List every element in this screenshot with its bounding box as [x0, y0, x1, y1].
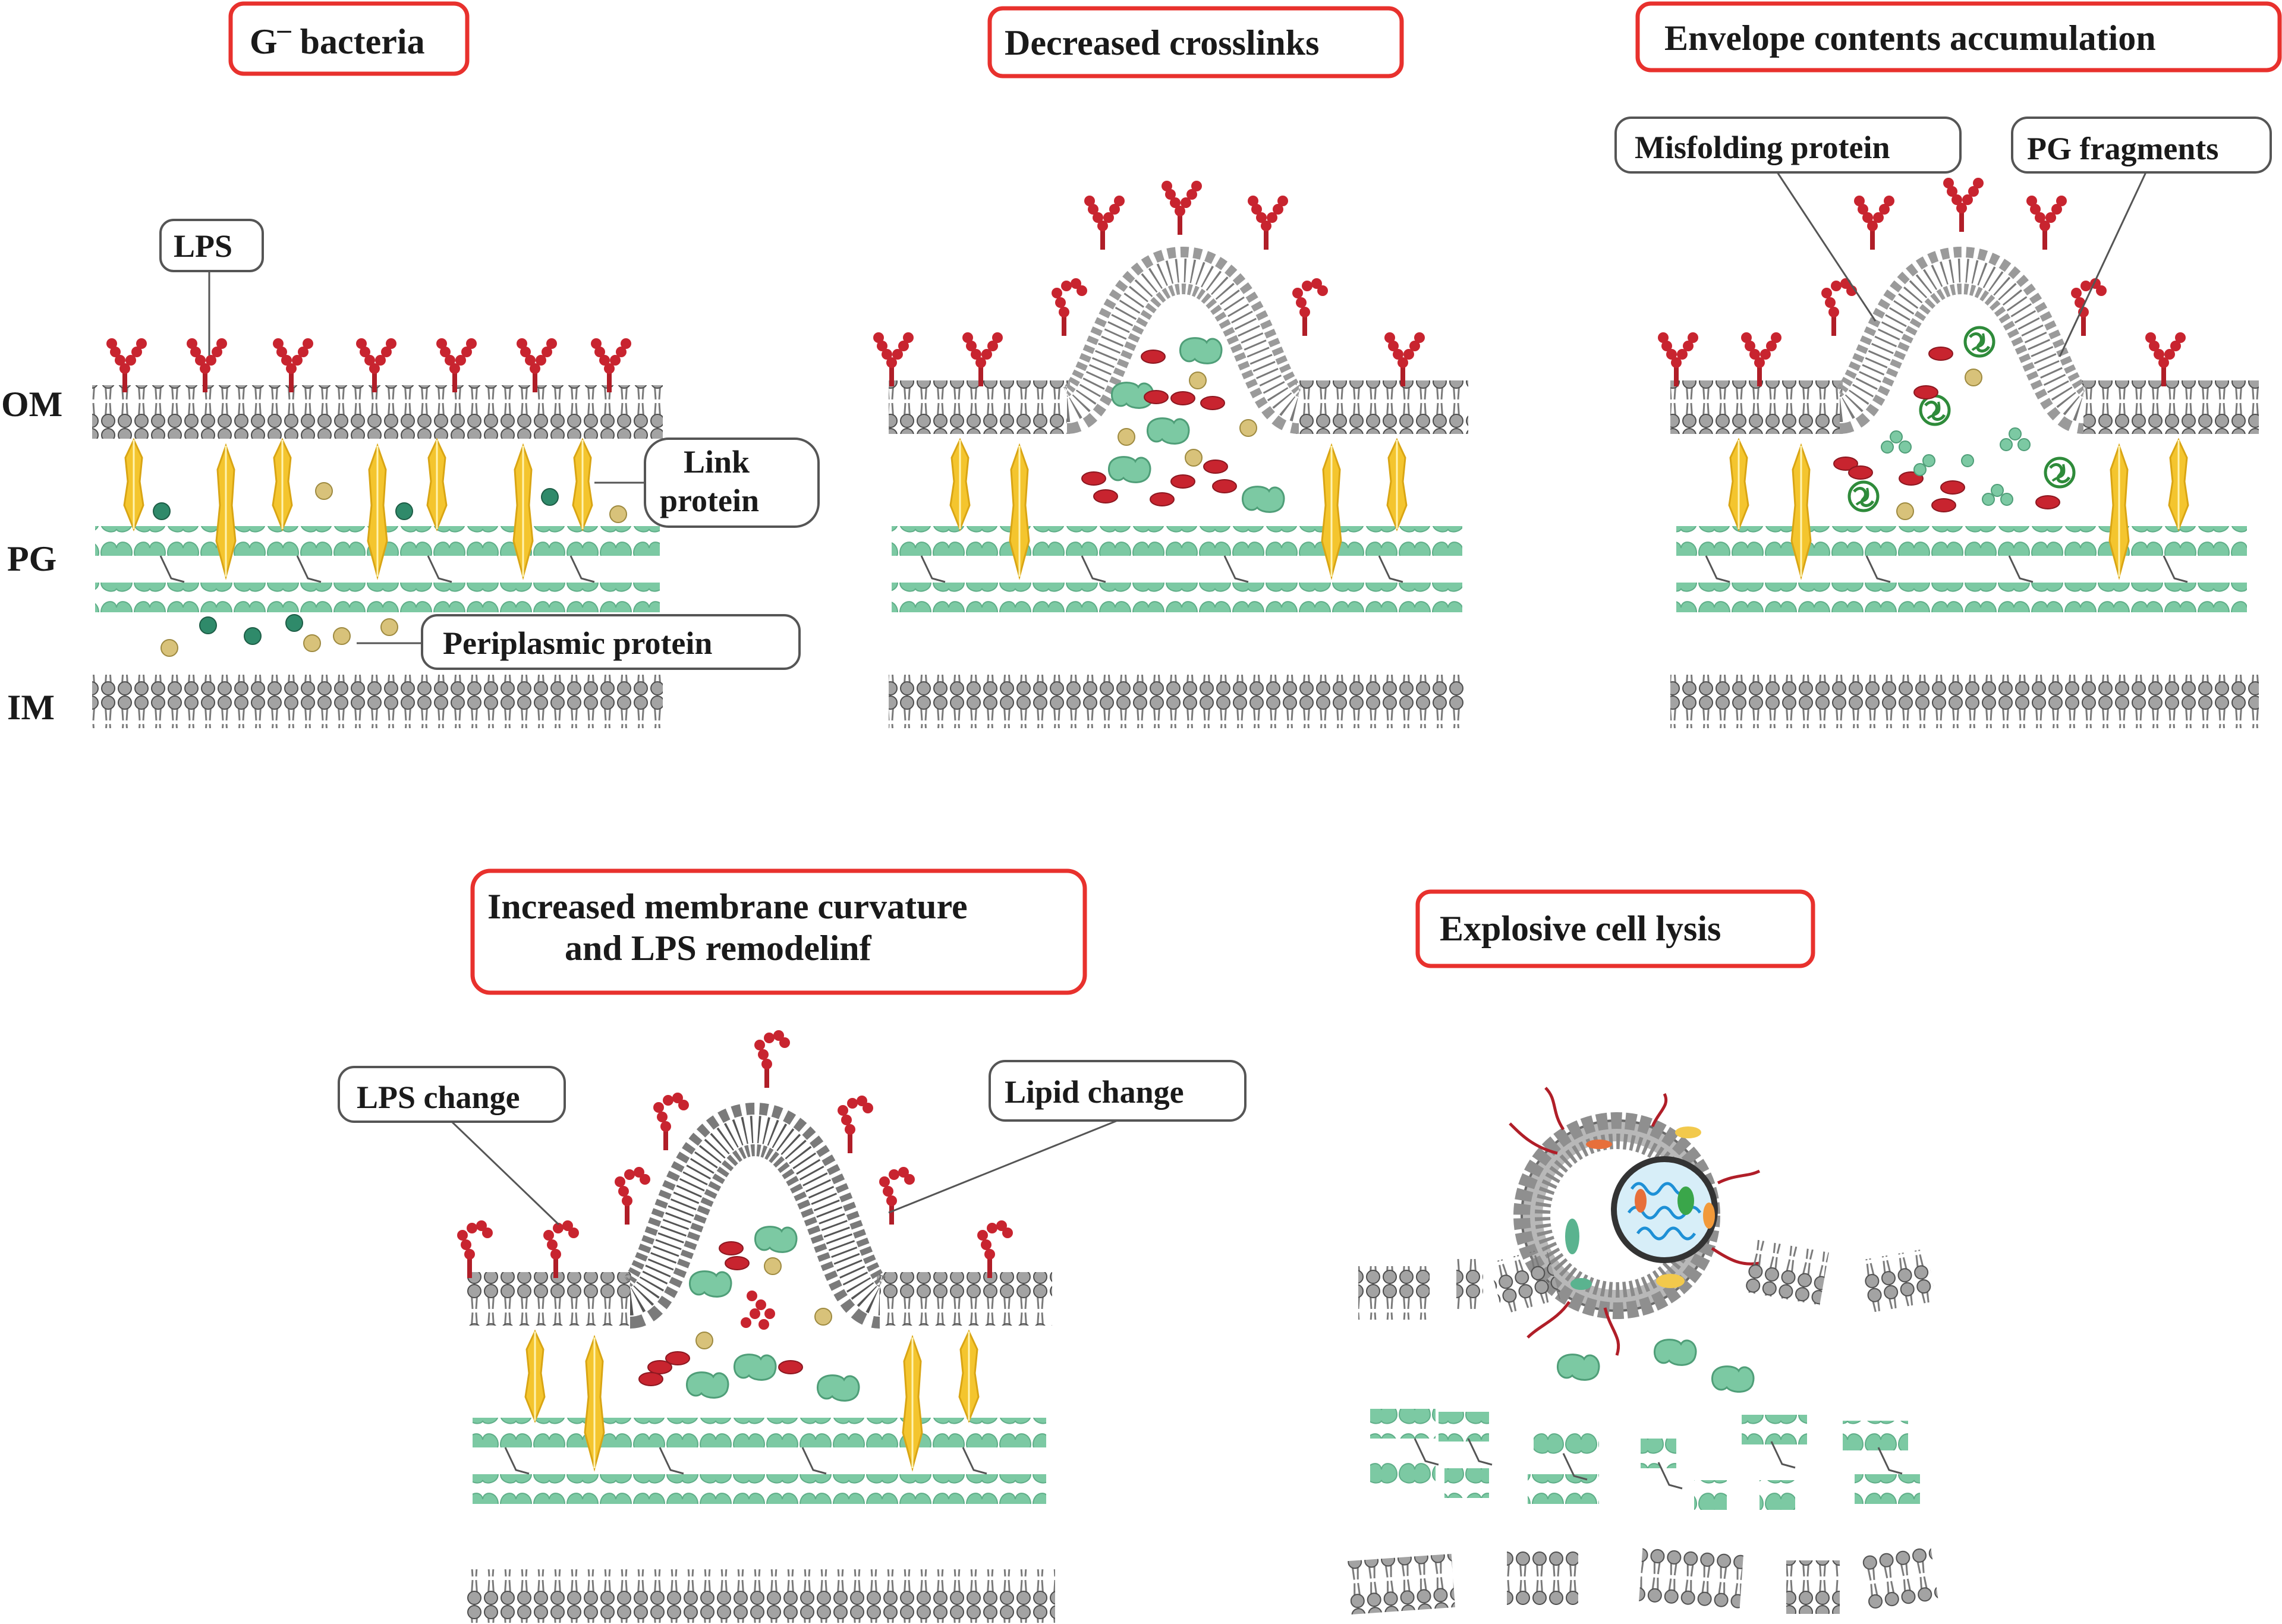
cargo-p4 [638, 1226, 860, 1402]
pg-layer-p3 [1676, 526, 2247, 556]
pg-layer-p4 [473, 1418, 1046, 1447]
outer-membrane-p2-right [1296, 380, 1468, 434]
pg-layer-p3b [1676, 583, 2247, 612]
panel4-title-line1: Increased membrane curvature [487, 887, 968, 926]
pg-layer-p4b [473, 1474, 1046, 1504]
panel3-title: Envelope contents accumulation [1664, 18, 2156, 58]
lps-label: LPS [174, 228, 232, 264]
title-box-gram-negative [228, 1, 470, 76]
im-fragments [1348, 1547, 1938, 1614]
link-proteins-p3 [1728, 439, 2189, 578]
panel-decreased-crosslinks: Decreased crosslinks [873, 6, 1468, 728]
pg-layer-p1b [95, 583, 660, 612]
inner-membrane-p1 [92, 675, 663, 728]
fragment-lps-tails [1509, 1087, 1761, 1356]
link-protein-label-2: protein [660, 483, 759, 518]
pg-blobs-free [1556, 1339, 1755, 1393]
inner-membrane-p3 [1670, 675, 2259, 728]
panel1-title: G‒ bacteria [250, 14, 425, 61]
vesicle [1513, 1112, 1720, 1319]
inner-membrane-p4 [467, 1569, 1055, 1623]
pg-fragments-label: PG fragments [2027, 131, 2218, 166]
lps-label-box [159, 219, 264, 272]
title-box-envelope-accumulation [1635, 1, 2282, 73]
pg-fragments-label-box [2011, 117, 2272, 174]
inner-membrane-p2 [889, 675, 1465, 728]
outer-membrane-p1 [92, 385, 663, 439]
panel5-title: Explosive cell lysis [1440, 909, 1721, 948]
pg-fragments [1370, 1409, 1920, 1510]
panel-gram-negative: G‒ bacteria OM PG IM [1, 1, 820, 728]
label-im: IM [7, 688, 55, 727]
link-proteins-p2 [949, 439, 1408, 578]
outer-membrane-p2-left [889, 380, 1070, 434]
lps-change-label: LPS change [357, 1079, 520, 1115]
misfolding-label: Misfolding protein [1635, 130, 1890, 165]
link-protein-label-1: Link [684, 444, 750, 480]
link-proteins-p1 [123, 439, 593, 578]
lipid-change-label: Lipid change [1005, 1074, 1184, 1110]
periplasmic-label: Periplasmic protein [443, 625, 712, 661]
panel-envelope-accumulation: Envelope contents accumulation [1614, 1, 2282, 728]
outer-membrane-p4-right [877, 1272, 1052, 1326]
label-pg: PG [7, 539, 56, 578]
label-om: OM [1, 385, 62, 424]
panel4-title-line2: and LPS remodelinf [565, 929, 872, 968]
link-proteins-p4 [524, 1330, 980, 1469]
title-box-decreased-crosslinks [987, 6, 1404, 78]
pg-layer-p2b [892, 583, 1462, 612]
pg-layer-p2 [892, 526, 1462, 556]
panel-explosive-lysis: Explosive cell lysis [1348, 889, 1938, 1614]
lps-row-p1 [106, 338, 631, 392]
title-box-membrane-curvature [470, 868, 1087, 995]
outer-membrane-p3-left [1670, 380, 1843, 434]
panel-membrane-curvature: Increased membrane curvature and LPS rem… [338, 868, 1247, 1623]
panel2-title: Decreased crosslinks [1005, 23, 1319, 62]
outer-membrane-p4-left [467, 1272, 633, 1326]
outer-membrane-p3-right [2080, 380, 2259, 434]
periplasmic-label-box [421, 614, 801, 670]
title-box-explosive-lysis [1415, 889, 1815, 968]
om-fragments [1358, 1239, 1936, 1320]
cargo-p3 [1833, 328, 2074, 520]
misfolding-label-box [1614, 117, 1962, 174]
